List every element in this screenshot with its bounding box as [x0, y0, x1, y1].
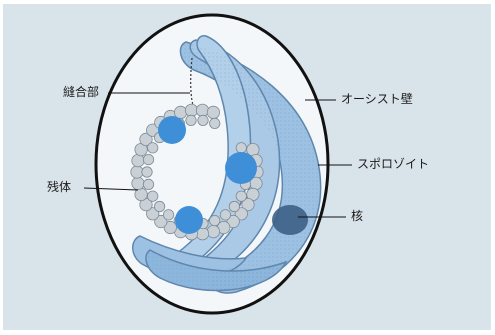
residual-granule: [196, 104, 208, 116]
residual-granule: [229, 201, 239, 211]
blue-globule: [175, 206, 203, 234]
residual-granule: [148, 191, 158, 201]
residual-granule: [132, 154, 144, 166]
residual-granule: [210, 215, 220, 225]
residual-granule: [131, 166, 143, 178]
blue-globule: [158, 116, 186, 144]
label-sporozoite: スポロゾイト: [357, 157, 429, 171]
residual-granule: [207, 106, 219, 118]
residual-granule: [236, 191, 246, 201]
residual-granule: [236, 143, 246, 153]
residual-granule: [186, 115, 196, 125]
residual-granule: [143, 154, 153, 164]
blue-globule: [225, 152, 257, 184]
residual-granule: [132, 177, 144, 189]
residual-granule: [210, 118, 220, 128]
residual-granule: [163, 210, 173, 220]
residual-granule: [185, 104, 197, 116]
residual-granule: [143, 179, 153, 189]
label-nucleus: 核: [351, 209, 363, 223]
nucleus: [272, 205, 308, 235]
residual-granule: [198, 115, 208, 125]
label-suture: 縫合部: [63, 85, 99, 99]
residual-granule: [148, 143, 158, 153]
label-residual-body: 残体: [47, 180, 71, 194]
residual-granule: [220, 210, 230, 220]
residual-granule: [154, 201, 164, 211]
residual-granule: [207, 225, 219, 237]
label-oocyst-wall: オーシスト壁: [341, 92, 413, 106]
residual-granule: [142, 167, 152, 177]
